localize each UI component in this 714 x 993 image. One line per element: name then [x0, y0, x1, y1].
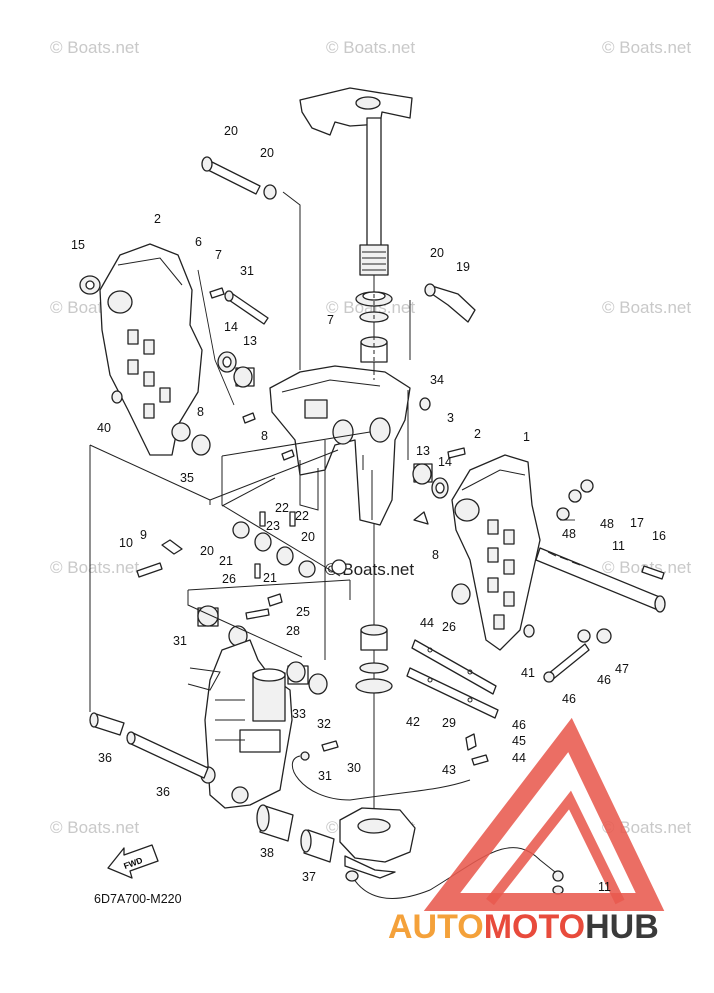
callout-number: 7 — [327, 313, 334, 327]
callout-number: 13 — [243, 334, 257, 348]
callout-number: 37 — [302, 870, 316, 884]
callout-number: 2 — [474, 427, 481, 441]
callout-number: 28 — [286, 624, 300, 638]
callout-number: 2 — [154, 212, 161, 226]
callout-number: 20 — [301, 530, 315, 544]
callout-number: 10 — [119, 536, 133, 550]
callout-number: 46 — [562, 692, 576, 706]
callout-number: 46 — [597, 673, 611, 687]
watermark: © Boats.net — [602, 298, 691, 317]
copyright-circle — [331, 559, 347, 575]
callout-number: 17 — [630, 516, 644, 530]
callout-number: 30 — [347, 761, 361, 775]
callout-number: 44 — [512, 751, 526, 765]
callout-number: 14 — [224, 320, 238, 334]
callout-number: 42 — [406, 715, 420, 729]
callout-number: 31 — [318, 769, 332, 783]
callout-number: 29 — [442, 716, 456, 730]
callout-number: 20 — [430, 246, 444, 260]
callout-number: 20 — [200, 544, 214, 558]
callout-numbers: 20 20 2 15 6 7 31 14 13 8 40 8 35 7 20 1… — [71, 124, 666, 894]
callout-number: 16 — [652, 529, 666, 543]
callout-number: 40 — [97, 421, 111, 435]
fwd-arrow: FWD — [107, 844, 159, 879]
watermark: © Boats.net — [326, 38, 415, 57]
callout-number: 19 — [456, 260, 470, 274]
callout-number: 31 — [173, 634, 187, 648]
watermark: © Boats.net — [50, 558, 139, 577]
brand-auto: AUTO — [388, 908, 484, 946]
brand-wordmark: AUTOMOTOHUB — [388, 908, 659, 946]
callout-number: 48 — [600, 517, 614, 531]
callout-number: 44 — [420, 616, 434, 630]
callout-number: 46 — [512, 718, 526, 732]
callout-number: 8 — [261, 429, 268, 443]
callout-number: 3 — [447, 411, 454, 425]
watermark: © Boats.net — [50, 818, 139, 837]
callout-number: 8 — [197, 405, 204, 419]
callout-number: 48 — [562, 527, 576, 541]
tubes — [89, 712, 335, 863]
callout-number: 45 — [512, 734, 526, 748]
callout-number: 22 — [295, 509, 309, 523]
callout-number: 22 — [275, 501, 289, 515]
callout-number: 33 — [292, 707, 306, 721]
callout-number: 47 — [615, 662, 629, 676]
callout-number: 6 — [195, 235, 202, 249]
brand-hub: HUB — [585, 908, 659, 946]
tilt-tube — [535, 547, 666, 683]
trim-plates — [406, 639, 499, 719]
callout-number: 7 — [215, 248, 222, 262]
ground-cables — [291, 751, 564, 899]
steering-shaft — [299, 87, 413, 820]
center-watermark: © Boats.net — [325, 560, 414, 579]
callout-number: 35 — [180, 471, 194, 485]
swivel-bracket — [269, 365, 411, 526]
callout-number: 25 — [296, 605, 310, 619]
callout-number: 36 — [156, 785, 170, 799]
callout-number: 1 — [523, 430, 530, 444]
tilt-unit — [187, 639, 293, 809]
callout-number: 36 — [98, 751, 112, 765]
callout-number: 11 — [612, 539, 625, 553]
callout-number: 21 — [263, 571, 277, 585]
lower-bracket — [339, 807, 416, 879]
callout-number: 8 — [432, 548, 439, 562]
callout-number: 34 — [430, 373, 444, 387]
brand-moto: MOTO — [484, 908, 585, 946]
callout-number: 23 — [266, 519, 280, 533]
callout-number: 9 — [140, 528, 147, 542]
callout-number: 43 — [442, 763, 456, 777]
callout-number: 20 — [260, 146, 274, 160]
watermark: © Boats.net — [50, 38, 139, 57]
diagram-code: 6D7A700-M220 — [94, 892, 182, 906]
stern-bracket-left — [99, 243, 203, 456]
fittings — [161, 511, 477, 751]
bushings-right — [412, 463, 612, 644]
watermark: © Boats.net — [326, 298, 415, 317]
bushings-lower — [197, 521, 328, 695]
small-bolts — [136, 287, 665, 766]
watermark: © Boats.net — [602, 38, 691, 57]
callout-number: 26 — [222, 572, 236, 586]
callout-number: 15 — [71, 238, 85, 252]
callout-number: 31 — [240, 264, 254, 278]
reference-lines — [89, 191, 575, 712]
callout-number: 38 — [260, 846, 274, 860]
brand-logo: AUTOMOTOHUB — [388, 717, 665, 946]
callout-number: 20 — [224, 124, 238, 138]
bushings-left — [79, 275, 431, 456]
callout-number: 11 — [598, 880, 611, 894]
callout-number: 26 — [442, 620, 456, 634]
callout-number: 41 — [521, 666, 535, 680]
callout-number: 32 — [317, 717, 331, 731]
callout-number: 14 — [438, 455, 452, 469]
callout-number: 13 — [416, 444, 430, 458]
pins — [201, 156, 476, 325]
stern-bracket-right — [451, 454, 541, 651]
callout-number: 21 — [219, 554, 233, 568]
